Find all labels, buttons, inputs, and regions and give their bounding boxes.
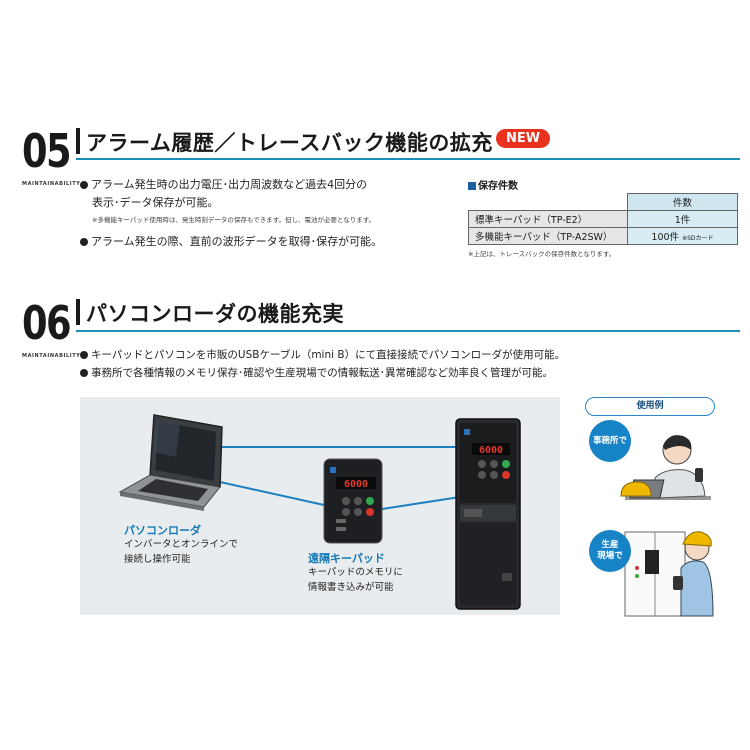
square-icon	[468, 182, 476, 190]
office-scene-illustration	[620, 435, 711, 500]
bullet-alarm-history: アラーム発生時の出力電圧･出力周波数など過去4回分の	[80, 176, 367, 194]
section-05-note: ※多機能キーパッド使用時は、発生時刻データの保存もできます。但し、電池が必要とな…	[92, 216, 376, 224]
section-05-number: 05	[22, 124, 72, 178]
bullet-waveform: アラーム発生の際、直前の波形データを取得･保存が可能。	[80, 233, 382, 251]
section-06-rule	[76, 330, 740, 332]
section-06-title: パソコンローダの機能充実	[86, 302, 344, 326]
devices-illustration: 6000 6000	[118, 414, 521, 610]
bullet-usb: キーパッドとパソコンを市販のUSBケーブル（mini B）にて直接接続でパソコン…	[80, 346, 565, 364]
inverter-small	[645, 550, 659, 574]
remote-keypad-icon: 6000	[323, 458, 383, 544]
remote-keypad-line1: キーパッドのメモリに	[308, 567, 403, 578]
keypad-small	[673, 576, 683, 590]
section-05-title: アラーム履歴／トレースバック機能の拡充	[86, 131, 493, 155]
bullet-dot-icon	[80, 351, 88, 359]
connection-line	[219, 481, 325, 506]
worker-hair	[663, 435, 692, 450]
table-cell-name: 多機能キーパッド（TP-A2SW）	[468, 227, 628, 245]
section-05-subtitle: MAINTAINABILITY	[22, 181, 81, 187]
illustration-panel: 6000 6000	[80, 397, 560, 615]
site-badge: 生産現場で	[589, 530, 631, 572]
table-cell-value: 1件	[627, 210, 738, 228]
new-badge: NEW	[496, 129, 551, 148]
table-cell-name: 標準キーパッド（TP-E2）	[468, 210, 628, 228]
laptop-icon	[118, 414, 223, 511]
hardhat-icon	[682, 531, 712, 547]
remote-keypad-line2: 情報書き込みが可能	[308, 582, 394, 593]
bullet-dot-icon	[80, 369, 88, 377]
table-header-count: 件数	[627, 193, 738, 211]
storage-table-note: ※上記は、トレースバックの保存件数となります。	[468, 250, 616, 258]
table-corner	[468, 193, 628, 211]
section-06-bar	[76, 299, 80, 325]
table-row: 多機能キーパッド（TP-A2SW） 100件 ※SDカード	[468, 227, 738, 245]
worker-body	[680, 560, 714, 617]
office-badge: 事務所で	[589, 420, 631, 462]
worker-body	[654, 469, 706, 499]
pc-loader-line1: インバータとオンラインで	[124, 539, 239, 550]
svg-text:6000: 6000	[344, 479, 368, 490]
site-scene-illustration	[624, 531, 714, 617]
usage-example-label: 使用例	[585, 397, 715, 416]
svg-text:6000: 6000	[479, 445, 503, 456]
section-05-bar	[76, 128, 80, 154]
bullet-office: 事務所で各種情報のメモリ保存･確認や生産現場での情報転送･異常確認など効率良く管…	[80, 364, 553, 382]
storage-table: 件数 標準キーパッド（TP-E2） 1件 多機能キーパッド（TP-A2SW） 1…	[468, 193, 738, 245]
connection-line	[381, 496, 461, 510]
phone-icon	[695, 468, 703, 482]
remote-keypad-title: 遠隔キーパッド	[308, 552, 385, 565]
pc-loader-title: パソコンローダ	[124, 524, 201, 537]
bullet-alarm-history-cont: 表示･データ保存が可能。	[92, 196, 219, 209]
pc-loader-line2: 接続し操作可能	[124, 554, 191, 565]
bullet-dot-icon	[80, 238, 88, 246]
section-06-number: 06	[22, 296, 72, 350]
hardhat-icon	[620, 481, 652, 497]
table-cell-value: 100件 ※SDカード	[627, 227, 738, 245]
bullet-dot-icon	[80, 181, 88, 189]
section-06-subtitle: MAINTAINABILITY	[22, 353, 81, 359]
table-row: 標準キーパッド（TP-E2） 1件	[468, 210, 738, 228]
inverter-icon: 6000	[455, 418, 521, 610]
section-05-rule	[76, 158, 740, 160]
storage-table-title: 保存件数	[468, 177, 518, 192]
table-header-row: 件数	[468, 193, 738, 211]
